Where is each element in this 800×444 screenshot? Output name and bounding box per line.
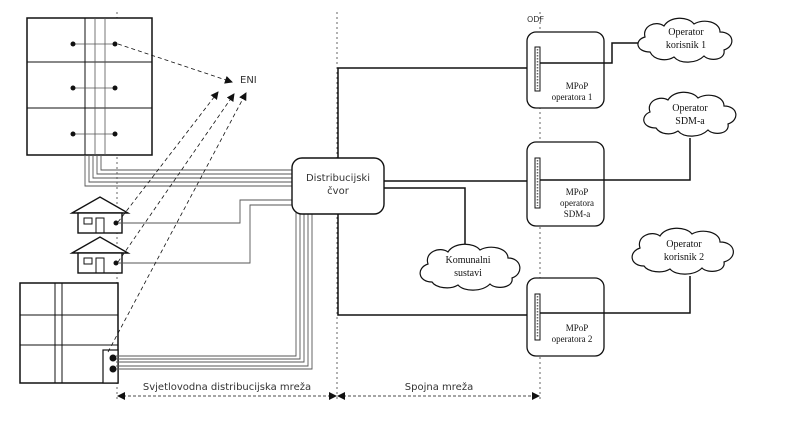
mpop-1-label-1: MPoP — [566, 81, 589, 91]
cloud-kom-label-1: Komunalni — [446, 255, 491, 266]
cloud-3-label-2: korisnik 2 — [664, 252, 704, 263]
operator-links — [540, 42, 691, 314]
zone-label-right: Spojna mreža — [405, 381, 473, 393]
cloud-1-label-1: Operator — [668, 27, 704, 38]
building-top-left — [26, 17, 153, 156]
mpop-operator-1 — [526, 31, 605, 109]
mpop-operator-2 — [526, 277, 605, 357]
mpop-2-label-1: MPoP — [566, 187, 589, 197]
cloud-2-label-2: SDM-a — [675, 116, 705, 127]
cloud-1-label-2: korisnik 1 — [666, 40, 706, 51]
cloud-operator-korisnik-2 — [631, 227, 734, 275]
cloud-operator-korisnik-1 — [637, 17, 733, 63]
eni-label: ENI — [240, 75, 257, 86]
mpop-3-label-2: operatora 2 — [552, 334, 593, 344]
distribution-node-label-1: Distribucijski — [306, 173, 370, 184]
cloud-3-label-1: Operator — [666, 239, 702, 250]
mpop-1-label-2: operatora 1 — [552, 92, 593, 102]
mpop-2-label-2: operatora — [560, 198, 594, 208]
cloud-kom-label-2: sustavi — [454, 268, 482, 279]
odf-label: ODF — [527, 15, 544, 24]
distribution-node-label-2: čvor — [327, 185, 350, 197]
cloud-operator-sdm — [643, 91, 737, 137]
mpop-3-label-1: MPoP — [566, 323, 589, 333]
node-links — [337, 67, 537, 316]
fibers-top-building — [84, 155, 293, 187]
zone-label-left: Svjetlovodna distribucijska mreža — [143, 381, 311, 393]
fibers-houses — [118, 199, 293, 264]
cloud-2-label-1: Operator — [672, 103, 708, 114]
fibers-bottom-building — [116, 212, 313, 370]
building-bottom-left — [19, 282, 119, 384]
cloud-komunalni-sustavi — [419, 243, 521, 291]
house-1 — [69, 196, 131, 234]
house-2 — [69, 236, 131, 274]
eni-arrows — [107, 43, 247, 353]
mpop-operator-sdm — [526, 141, 605, 227]
mpop-2-label-3: SDM-a — [564, 209, 591, 219]
